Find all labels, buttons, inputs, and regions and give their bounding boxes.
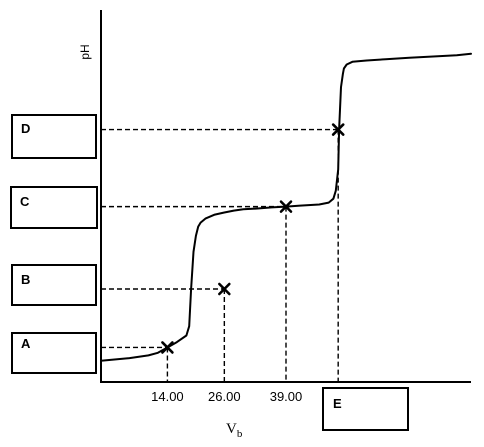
x-tick-label: 39.00 <box>270 389 303 404</box>
marker-a <box>161 341 174 354</box>
marker-c <box>279 200 293 213</box>
titration-curve <box>100 52 472 362</box>
x-axis-label: Vb <box>226 421 243 440</box>
answer-box-b-label: B <box>21 272 30 287</box>
marker-b <box>218 282 231 296</box>
answer-box-d-frame[interactable] <box>11 114 97 159</box>
answer-box-e-label: E <box>333 396 342 411</box>
answer-box-a[interactable]: A <box>11 332 97 374</box>
guide-lines <box>101 128 339 382</box>
equivalence-markers <box>161 123 345 354</box>
answer-box-d[interactable]: D <box>11 114 97 159</box>
x-axis-label-subscript: b <box>237 428 243 440</box>
answer-box-a-frame[interactable] <box>11 332 97 374</box>
answer-box-e-frame[interactable] <box>322 387 409 431</box>
answer-box-e[interactable]: E <box>322 387 409 431</box>
answer-box-d-label: D <box>21 121 30 136</box>
answer-box-c-frame[interactable] <box>10 186 98 229</box>
answer-box-a-label: A <box>21 336 31 351</box>
answer-box-b-frame[interactable] <box>11 264 97 306</box>
answer-box-c[interactable]: C <box>10 186 98 229</box>
marker-d <box>331 123 345 136</box>
x-tick-label: 26.00 <box>208 389 241 404</box>
x-tick-labels: 14.00 26.00 39.00 <box>151 389 302 404</box>
answer-box-c-label: C <box>20 194 30 209</box>
y-axis-label: pH <box>78 44 92 59</box>
x-tick-label: 14.00 <box>151 389 184 404</box>
answer-box-b[interactable]: B <box>11 264 97 306</box>
